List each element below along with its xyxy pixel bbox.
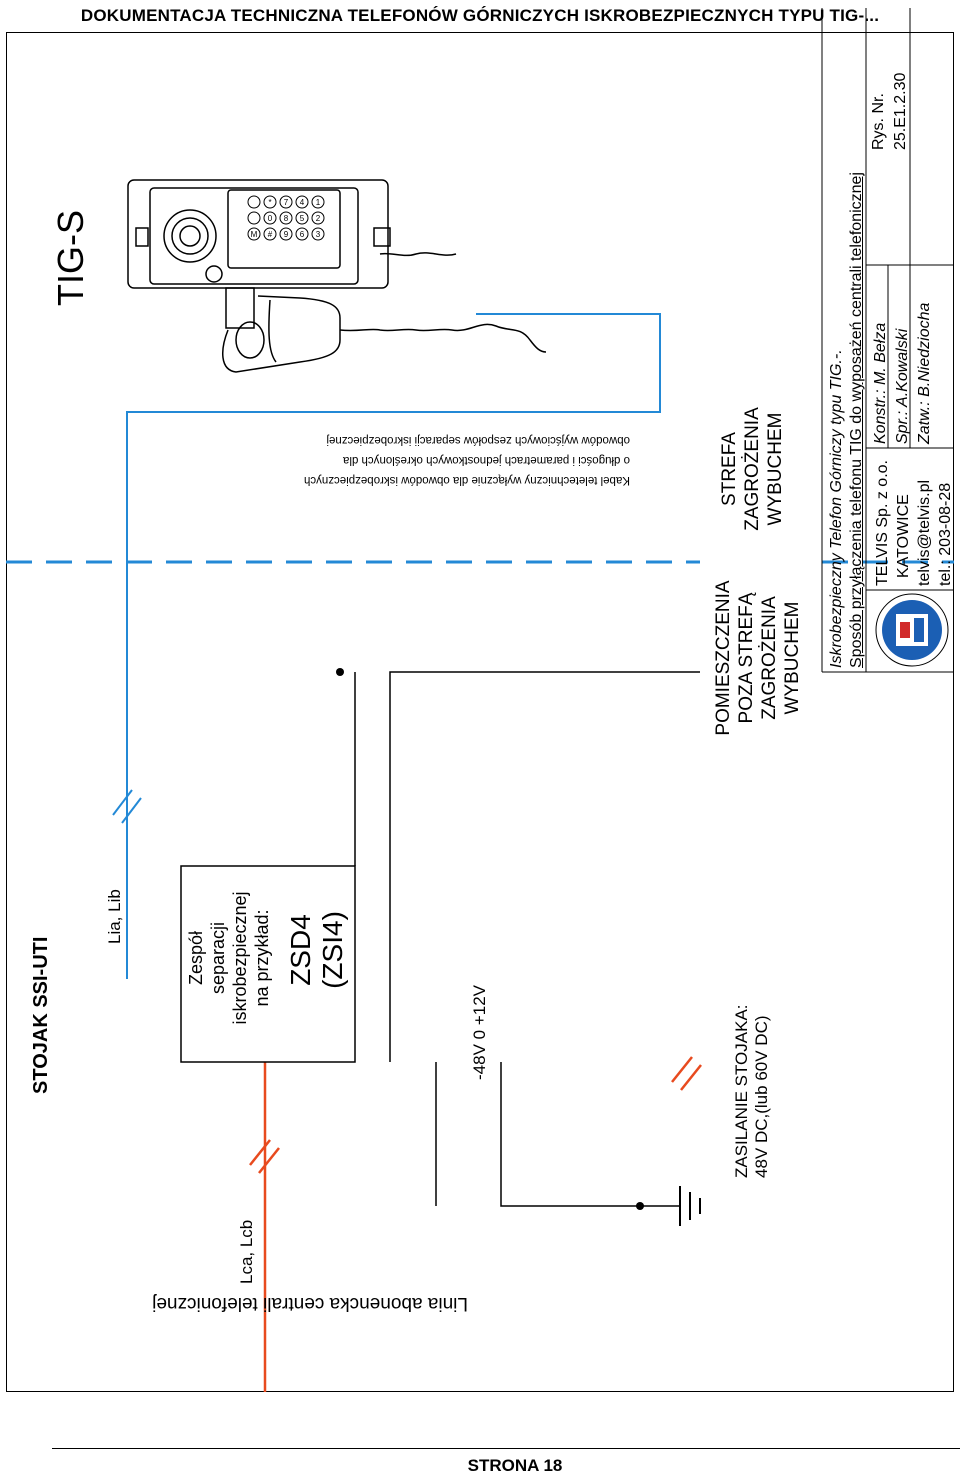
keypad-key-label: * (268, 198, 271, 207)
telvis-logo-icon (875, 593, 949, 667)
keypad-key (295, 195, 309, 209)
keypad-key (311, 227, 325, 241)
lca-label: Lca, Lcb (237, 1219, 256, 1284)
keypad-key (295, 211, 309, 225)
red-tick-1 (249, 1139, 271, 1166)
power-supply-text: ZASILANIE STOJAKA: 48V DC,(lub 60V DC) (732, 1004, 772, 1178)
power-tick-1 (671, 1056, 693, 1083)
box-line-4: na przykład: (252, 909, 272, 1007)
zone-hazard-line-1: STREFA (719, 432, 740, 506)
keypad-key (247, 211, 261, 225)
node-dot-1 (336, 668, 344, 676)
tb-rys-label: Rys. Nr. (870, 93, 887, 150)
power-tick-2 (680, 1064, 702, 1091)
zone-safe-label: POMIESZCZENIA POZA STREFĄ ZAGROŻENIA WYB… (712, 568, 804, 748)
keypad-key-label: 6 (300, 230, 305, 239)
cable-note-line-2: o długości i parametrach jednostkowych o… (342, 454, 630, 466)
keypad-key (279, 195, 293, 209)
keypad-key-label: 7 (284, 198, 289, 207)
blue-cable-tick-2 (121, 797, 142, 824)
tb-email: telvis@telvis.pl (916, 479, 933, 586)
box-line-2: separacji (208, 921, 228, 995)
separation-unit-box (180, 865, 356, 1063)
tb-line2: Sposób przyłączenia telefonu TIG do wypo… (848, 172, 865, 668)
tb-phone: tel.: 203-08-28 (937, 482, 954, 586)
zone-hazard-line-2: ZAGROŻENIA (742, 407, 763, 531)
separation-unit-model: ZSD4 (ZSI4) (285, 870, 349, 1030)
keypad-key (247, 227, 261, 241)
power-line-minus48 (500, 1062, 640, 1207)
drawing-frame (6, 32, 954, 1392)
keypad-key (279, 211, 293, 225)
page-footer: STRONA 18 (467, 1456, 563, 1475)
box-model: ZSD4 (285, 914, 316, 986)
zone-safe-line-2: POZA STREFĄ (736, 592, 757, 724)
keypad-key-label: 1 (316, 198, 321, 207)
keypad-key (295, 227, 309, 241)
footer-line (52, 1448, 960, 1449)
cable-note: Kabel teletechniczny wyłącznie dla obwod… (304, 430, 630, 490)
zone-safe-line-1: POMIESZCZENIA (713, 580, 734, 736)
keypad-key-label: 8 (284, 214, 289, 223)
zone-safe-line-3: ZAGROŻENIA (759, 596, 780, 720)
keypad-key-label: 5 (300, 214, 305, 223)
keypad-key (311, 211, 325, 225)
cable-note-line-3: obwodów wyjściowych zespołów separacji i… (326, 434, 630, 446)
tb-line1: Iskrobezpieczny Telefon Górniczy typu TI… (828, 349, 845, 668)
power-title: ZASILANIE STOJAKA: (732, 1004, 751, 1178)
keypad-key (311, 195, 325, 209)
tb-company: TELVIS Sp. z o.o. KATOWICE telvis@telvis… (872, 460, 956, 586)
cable-note-line-1: Kabel teletechniczny wyłącznie dla obwod… (303, 474, 630, 486)
keypad-key-label: 3 (316, 230, 321, 239)
rack-title: STOJAK SSI-UTI (30, 936, 52, 1094)
zone-safe-line-4: WYBUCHEM (782, 601, 803, 715)
keypad-key-label: 9 (284, 230, 289, 239)
keypad-key (263, 195, 277, 209)
keypad-key-label: # (268, 230, 273, 239)
tb-signatures: Konstr.: M. Bełza Spr.: A.Kowalski Zatw.… (870, 303, 936, 444)
red-tick-2 (258, 1147, 280, 1174)
power-line-plus12 (389, 671, 700, 1062)
tb-rys-value: 25.E1.2.30 (892, 72, 909, 150)
telephone-icon (127, 179, 547, 373)
separation-unit-text: Zespół separacji iskrobezpiecznej na prz… (185, 868, 273, 1048)
keypad-key-label: 2 (316, 214, 321, 223)
power-terminals: -48V 0 +12V (470, 985, 489, 1080)
keypad-key (247, 195, 261, 209)
keypad-key-label: 4 (300, 198, 305, 207)
keypad-key (263, 227, 277, 241)
subscriber-line-label: Linia abonencka centrali telefonicznej (152, 1293, 468, 1314)
keypad-key-label: M (251, 230, 258, 239)
keypad-key (279, 227, 293, 241)
zone-hazard-label: STREFA ZAGROŻENIA WYBUCHEM (718, 394, 787, 544)
box-model-alt: (ZSI4) (317, 911, 348, 989)
title-block (821, 8, 954, 673)
blue-cable-tick-1 (112, 789, 133, 816)
zone-hazard-line-3: WYBUCHEM (765, 412, 786, 526)
keypad-key (263, 211, 277, 225)
box-line-1: Zespół (186, 930, 206, 986)
blue-cable (126, 313, 661, 979)
lia-label: Lia, Lib (105, 889, 124, 944)
box-line-3: iskrobezpiecznej (230, 891, 250, 1025)
tb-zatw: Zatw.: B.Niedziocha (916, 302, 933, 444)
tb-company-name: TELVIS Sp. z o.o. (874, 460, 891, 586)
keypad: 1 2 3 4 5 6 7 8 9 * 0 # M (247, 195, 325, 241)
phone-label: TIG-S (50, 210, 91, 306)
tb-city: KATOWICE (895, 494, 912, 578)
power-note: 48V DC,(lub 60V DC) (752, 1015, 771, 1178)
tb-konstr: Konstr.: M. Bełza (872, 322, 889, 444)
keypad-key-label: 0 (268, 214, 273, 223)
document-header: DOKUMENTACJA TECHNICZNA TELEFONÓW GÓRNIC… (80, 6, 880, 25)
tb-spr: Spr.: A.Kowalski (894, 328, 911, 444)
